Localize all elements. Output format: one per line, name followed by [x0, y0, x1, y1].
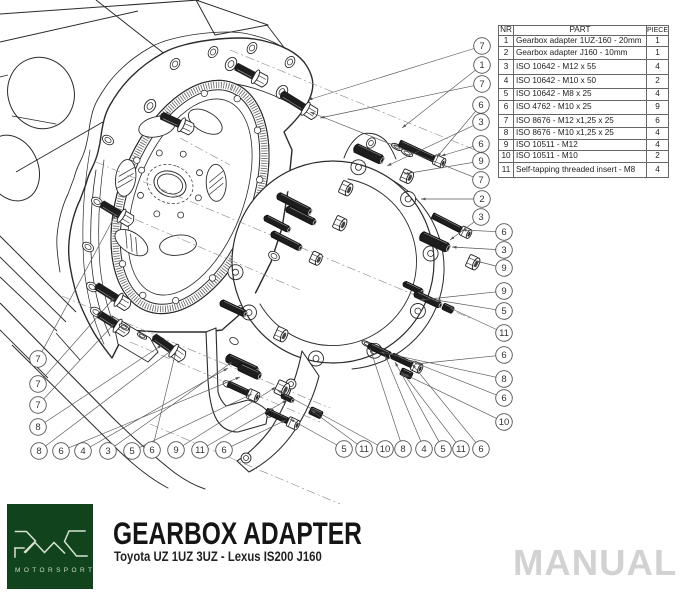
svg-text:5: 5: [440, 444, 445, 455]
svg-text:6: 6: [478, 444, 483, 455]
svg-text:5: 5: [501, 306, 506, 317]
svg-text:8: 8: [400, 444, 405, 455]
svg-text:8: 8: [35, 422, 40, 433]
svg-text:11: 11: [359, 444, 369, 455]
svg-text:3: 3: [105, 446, 110, 457]
svg-text:9: 9: [478, 156, 483, 167]
svg-text:11: 11: [195, 445, 205, 456]
svg-text:7: 7: [35, 354, 40, 365]
svg-text:6: 6: [478, 100, 483, 111]
svg-text:7: 7: [478, 175, 483, 186]
svg-text:8: 8: [36, 446, 41, 457]
svg-text:4: 4: [80, 446, 85, 457]
svg-text:9: 9: [501, 263, 506, 274]
svg-text:11: 11: [456, 444, 466, 455]
svg-text:6: 6: [221, 445, 226, 456]
svg-text:11: 11: [499, 328, 509, 339]
svg-text:6: 6: [501, 350, 506, 361]
svg-text:3: 3: [478, 212, 483, 223]
svg-text:10: 10: [499, 417, 510, 428]
svg-text:8: 8: [501, 374, 506, 385]
svg-text:4: 4: [421, 444, 426, 455]
svg-text:7: 7: [35, 400, 40, 411]
svg-text:9: 9: [501, 286, 506, 297]
svg-text:3: 3: [501, 245, 506, 256]
svg-text:7: 7: [35, 379, 40, 390]
svg-text:1: 1: [479, 60, 484, 71]
svg-text:6: 6: [501, 393, 506, 404]
svg-text:9: 9: [173, 445, 178, 456]
svg-text:6: 6: [478, 139, 483, 150]
svg-text:10: 10: [380, 444, 391, 455]
svg-text:2: 2: [479, 194, 484, 205]
svg-text:MOTORSPORT: MOTORSPORT: [15, 567, 93, 574]
svg-text:5: 5: [129, 446, 134, 457]
svg-text:7: 7: [479, 79, 484, 90]
svg-text:5: 5: [341, 444, 346, 455]
svg-text:7: 7: [479, 41, 484, 52]
svg-text:6: 6: [58, 446, 63, 457]
svg-text:3: 3: [478, 117, 483, 128]
svg-text:6: 6: [501, 227, 506, 238]
svg-text:6: 6: [149, 445, 154, 456]
